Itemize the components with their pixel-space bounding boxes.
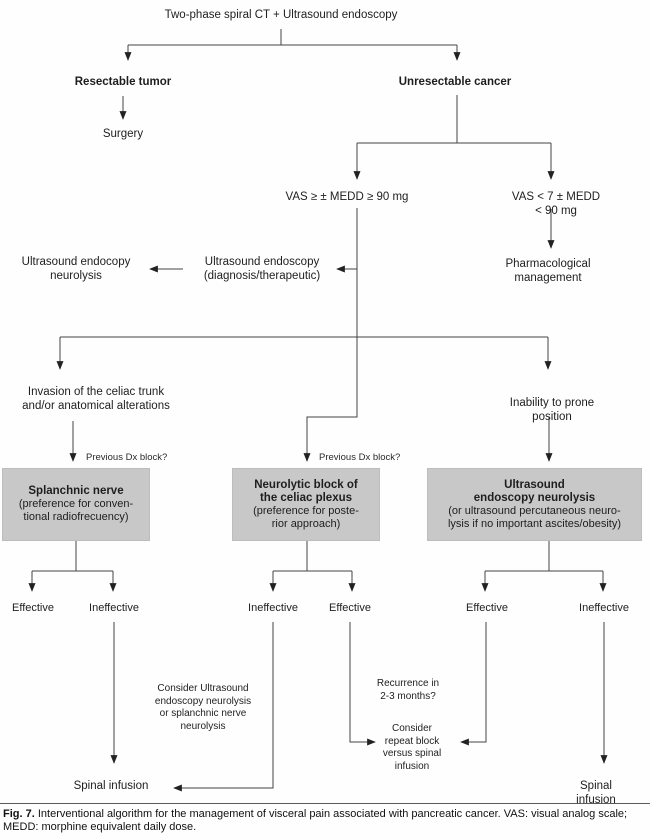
node-pharmacological-management: Pharmacological management xyxy=(505,258,591,284)
box-splanchnic-title: Splanchnic nerve xyxy=(28,485,124,497)
node-inability-prone: Inability to prone position xyxy=(509,397,595,423)
outcome-right-ineffective: Ineffective xyxy=(579,602,629,614)
caption-text: Interventional algorithm for the managem… xyxy=(3,808,628,833)
outcome-left-effective: Effective xyxy=(12,602,54,614)
note-consider-us-neurolysis: Consider Ultrasound endoscopy neurolysis… xyxy=(154,683,252,732)
node-vas-low: VAS < 7 ± MEDD < 90 mg xyxy=(511,191,601,217)
box-neurolytic-title: Neurolytic block of the celiac plexus xyxy=(254,478,358,504)
note-recurrence: Recurrence in 2-3 months? xyxy=(376,678,440,702)
note-previous-dx-mid: Previous Dx block? xyxy=(319,452,401,463)
outcome-mid-effective: Effective xyxy=(329,602,371,614)
box-us-neurolysis-detail: (or ultrasound percutaneous neuro- lysis… xyxy=(447,504,621,530)
box-us-neurolysis-title: Ultrasound endoscopy neurolysis xyxy=(473,478,596,504)
note-consider-repeat-block: Consider repeat block versus spinal infu… xyxy=(382,723,442,772)
node-us-endocopy-neurolysis: Ultrasound endocopy neurolysis xyxy=(21,256,131,282)
box-splanchnic-detail: (preference for conven- tional radiofrec… xyxy=(18,498,134,523)
outcome-right-effective: Effective xyxy=(466,602,508,614)
outcome-mid-ineffective: Ineffective xyxy=(248,602,298,614)
outcome-left-ineffective: Ineffective xyxy=(89,602,139,614)
figure-caption: Fig. 7. Interventional algorithm for the… xyxy=(3,808,648,834)
box-neurolytic-block: Neurolytic block of the celiac plexus (p… xyxy=(232,468,380,541)
caption-divider xyxy=(0,803,650,804)
node-us-endoscopy-diagnostic: Ultrasound endoscopy (diagnosis/therapeu… xyxy=(203,256,321,282)
box-splanchnic-nerve: Splanchnic nerve (preference for conven-… xyxy=(2,468,150,541)
node-surgery: Surgery xyxy=(102,128,144,140)
note-previous-dx-left: Previous Dx block? xyxy=(86,452,168,463)
node-unresectable-cancer: Unresectable cancer xyxy=(398,76,512,88)
box-neurolytic-detail: (preference for poste- rior approach) xyxy=(253,504,359,530)
node-resectable-tumor: Resectable tumor xyxy=(74,76,172,88)
box-us-endoscopy-neurolysis: Ultrasound endoscopy neurolysis (or ultr… xyxy=(427,468,642,541)
caption-label: Fig. 7. xyxy=(3,808,35,820)
node-spinal-infusion-left: Spinal infusion xyxy=(73,780,149,792)
node-vas-high: VAS ≥ ± MEDD ≥ 90 mg xyxy=(285,191,409,203)
node-invasion-celiac-trunk: Invasion of the celiac trunk and/or anat… xyxy=(22,386,170,412)
node-root: Two-phase spiral CT + Ultrasound endosco… xyxy=(164,9,398,21)
